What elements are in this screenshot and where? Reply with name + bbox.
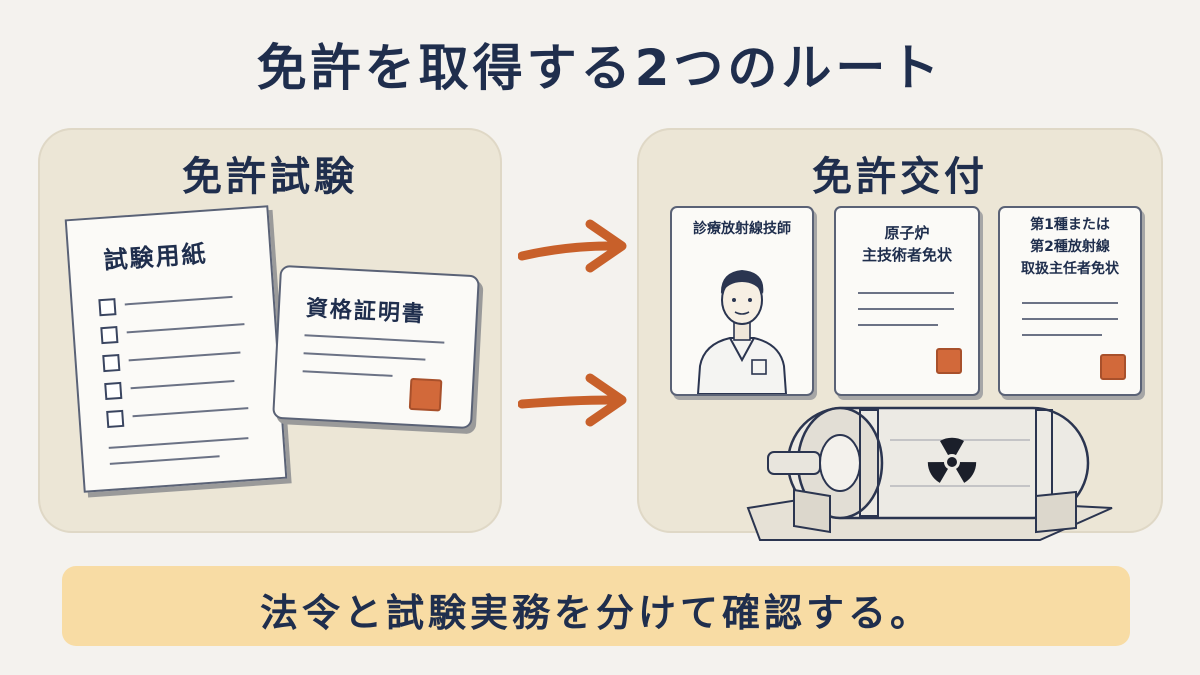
radiation-symbol-icon bbox=[927, 437, 977, 483]
license-card-line bbox=[858, 308, 954, 310]
summary-text: 法令と試験実務を分けて確認する。 bbox=[259, 591, 932, 635]
exam-route-heading: 免許試験 bbox=[182, 154, 358, 200]
exam-paper: 試験用紙 bbox=[64, 205, 288, 493]
license-card-text: 診療放射線技師 bbox=[693, 221, 791, 237]
certificate-line bbox=[303, 352, 426, 361]
person-portrait-icon bbox=[696, 270, 788, 394]
page-title: 免許を取得する2つのルート bbox=[256, 39, 944, 97]
checkbox-icon bbox=[106, 409, 125, 428]
answer-line bbox=[130, 380, 235, 390]
checkbox-icon bbox=[98, 298, 117, 317]
checkbox-icon bbox=[100, 326, 119, 345]
license-card-text: 第1種または 第2種放射線 取扱主任者免状 bbox=[1021, 217, 1119, 277]
radiation-cylinder-icon bbox=[746, 406, 1113, 541]
license-card-text: 原子炉 主技術者免状 bbox=[861, 224, 952, 264]
certificate-title: 資格証明書 bbox=[305, 296, 427, 328]
summary-banner: 法令と試験実務を分けて確認する。 bbox=[62, 566, 1130, 646]
license-card-reactor-engineer: 原子炉 主技術者免状 bbox=[834, 206, 980, 396]
license-card-line bbox=[858, 324, 938, 326]
certificate-card: 資格証明書 bbox=[272, 264, 480, 430]
answer-line bbox=[109, 455, 220, 465]
license-card-radiation-officer: 第1種または 第2種放射線 取扱主任者免状 bbox=[998, 206, 1142, 396]
seal-icon bbox=[1100, 354, 1126, 380]
arrow-right-icon bbox=[518, 219, 627, 273]
seal-icon bbox=[936, 348, 962, 374]
license-route-heading: 免許交付 bbox=[812, 154, 988, 200]
license-card-line bbox=[1022, 302, 1118, 304]
answer-line bbox=[124, 295, 233, 306]
answer-line bbox=[128, 351, 241, 362]
checkbox-icon bbox=[102, 353, 121, 373]
answer-line bbox=[132, 407, 249, 418]
exam-paper-title: 試験用紙 bbox=[102, 239, 209, 275]
license-card-line bbox=[858, 292, 954, 294]
certificate-line bbox=[304, 334, 445, 344]
certificate-line bbox=[302, 370, 393, 377]
license-card-line bbox=[1022, 318, 1118, 320]
license-card-radiologic-technologist: 診療放射線技師 bbox=[670, 206, 814, 396]
answer-line bbox=[126, 323, 245, 334]
checkbox-icon bbox=[104, 381, 123, 401]
answer-line bbox=[108, 437, 249, 449]
seal-icon bbox=[408, 377, 443, 412]
license-card-line bbox=[1022, 334, 1102, 336]
arrow-right-icon bbox=[518, 373, 627, 427]
